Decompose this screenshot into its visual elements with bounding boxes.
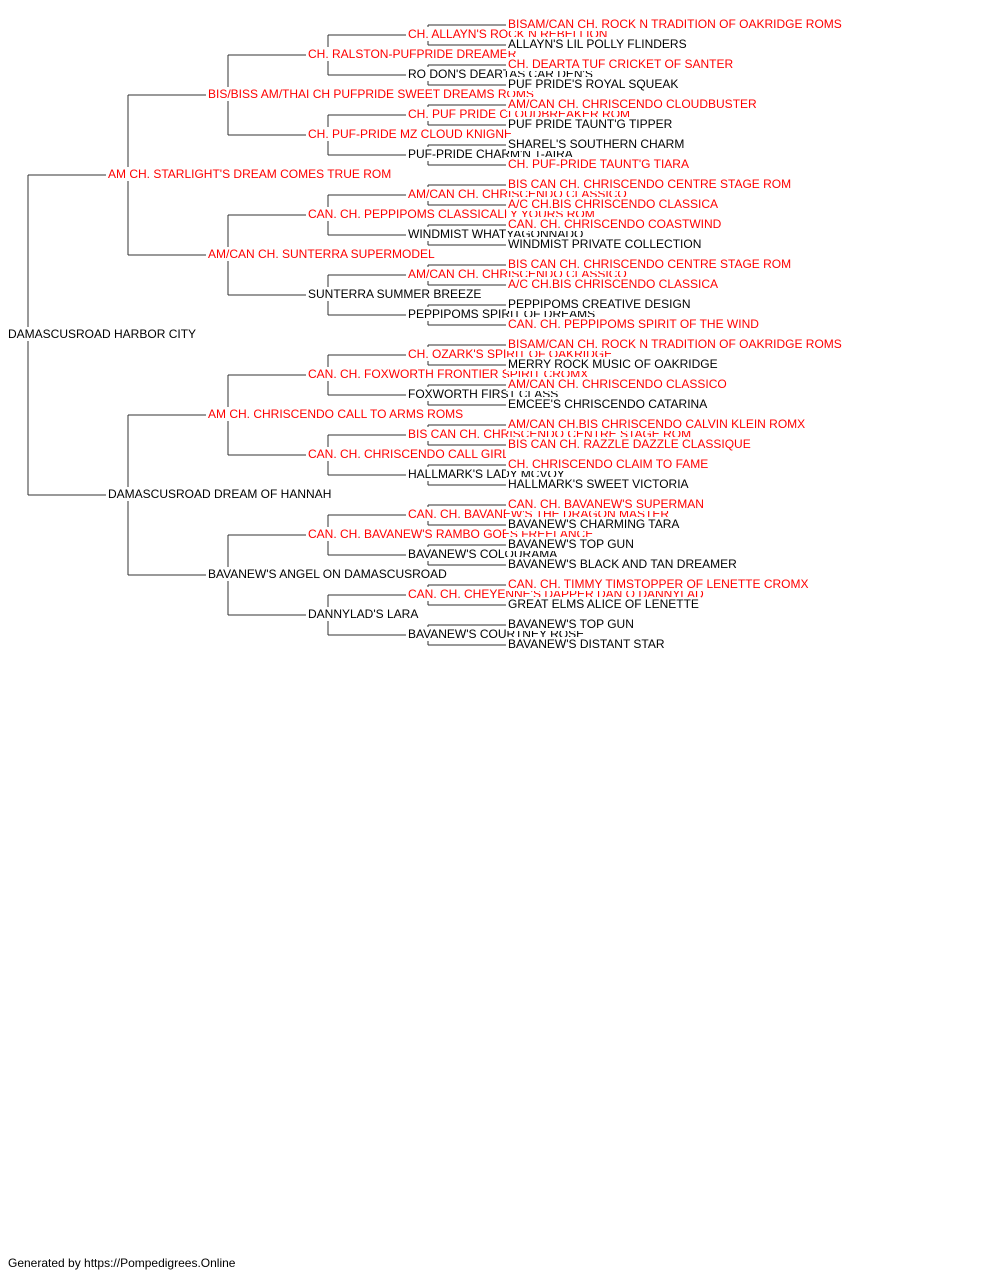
label-background — [6, 327, 199, 341]
label-background — [206, 407, 466, 421]
ancestor-name: EMCEE'S CHRISCENDO CATARINA — [508, 397, 707, 411]
ancestor-name: CAN. CH. TIMMY TIMSTOPPER OF LENETTE CRO… — [508, 577, 808, 591]
ancestor-name: AM/CAN CH. CHRISCENDO CLOUDBUSTER — [508, 97, 757, 111]
ancestor-name: CAN. CH. CHRISCENDO COASTWIND — [508, 217, 722, 231]
label-background — [306, 47, 519, 61]
label-background — [506, 377, 729, 391]
label-background — [506, 97, 760, 111]
label-background — [506, 517, 682, 531]
label-background — [506, 637, 667, 651]
label-background — [506, 577, 811, 591]
label-background — [506, 477, 691, 491]
label-background — [206, 567, 450, 581]
ancestor-name: AM/CAN CH.BIS CHRISCENDO CALVIN KLEIN RO… — [508, 417, 805, 431]
ancestor-name: CAN. CH. PEPPIPOMS SPIRIT OF THE WIND — [508, 317, 759, 331]
ancestor-name: MERRY ROCK MUSIC OF OAKRIDGE — [508, 357, 718, 371]
ancestor-name: ALLAYN'S LIL POLLY FLINDERS — [508, 37, 687, 51]
subject-name: DAMASCUSROAD HARBOR CITY — [8, 327, 196, 341]
label-background — [506, 177, 794, 191]
ancestor-name: BAVANEW'S TOP GUN — [508, 617, 634, 631]
ancestor-name: HALLMARK'S SWEET VICTORIA — [508, 477, 689, 491]
label-background — [506, 437, 753, 451]
ancestor-name: GREAT ELMS ALICE OF LENETTE — [508, 597, 699, 611]
label-background — [506, 617, 636, 631]
dog-name-labels: DAMASCUSROAD HARBOR CITY AM CH. STARLIGHT… — [6, 17, 844, 651]
label-background — [506, 257, 794, 271]
label-background — [506, 357, 720, 371]
ancestor-name: PEPPIPOMS CREATIVE DESIGN — [508, 297, 690, 311]
ancestor-name: BISAM/CAN CH. ROCK N TRADITION OF OAKRID… — [508, 17, 842, 31]
ancestor-name: PUF PRIDE'S ROYAL SQUEAK — [508, 77, 678, 91]
ancestor-name: BAVANEW'S TOP GUN — [508, 537, 634, 551]
label-background — [506, 337, 844, 351]
label-background — [506, 17, 844, 31]
label-background — [506, 77, 681, 91]
label-background — [306, 287, 484, 301]
label-background — [106, 167, 394, 181]
label-background — [506, 57, 736, 71]
label-background — [106, 487, 334, 501]
ancestor-name: DAMASCUSROAD DREAM OF HANNAH — [108, 487, 331, 501]
ancestor-name: BIS CAN CH. CHRISCENDO CENTRE STAGE ROM — [508, 257, 791, 271]
label-background — [506, 297, 693, 311]
label-background — [306, 127, 515, 141]
ancestor-name: BIS/BISS AM/THAI CH PUFPRIDE SWEET DREAM… — [208, 87, 534, 101]
label-background — [506, 597, 701, 611]
ancestor-name: BIS CAN CH. CHRISCENDO CENTRE STAGE ROM — [508, 177, 791, 191]
label-background — [506, 497, 706, 511]
ancestor-name: A/C CH.BIS CHRISCENDO CLASSICA — [508, 197, 718, 211]
ancestor-name: BAVANEW'S BLACK AND TAN DREAMER — [508, 557, 737, 571]
ancestor-name: AM/CAN CH. SUNTERRA SUPERMODEL — [208, 247, 435, 261]
ancestor-name: BISAM/CAN CH. ROCK N TRADITION OF OAKRID… — [508, 337, 842, 351]
label-background — [506, 197, 721, 211]
ancestor-name: A/C CH.BIS CHRISCENDO CLASSICA — [508, 277, 718, 291]
label-background — [506, 37, 689, 51]
ancestor-name: CH. RALSTON-PUFPRIDE DREAMER — [308, 47, 517, 61]
ancestor-name: AM CH. STARLIGHT'S DREAM COMES TRUE ROM — [108, 167, 391, 181]
label-background — [506, 137, 687, 151]
label-background — [206, 87, 536, 101]
label-background — [506, 397, 710, 411]
ancestor-name: CH. DEARTA TUF CRICKET OF SANTER — [508, 57, 733, 71]
ancestor-name: BAVANEW'S ANGEL ON DAMASCUSROAD — [208, 567, 447, 581]
ancestor-name: BAVANEW'S CHARMING TARA — [508, 517, 679, 531]
ancestor-name: CH. PUF-PRIDE TAUNT'G TIARA — [508, 157, 689, 171]
ancestor-name: BAVANEW'S DISTANT STAR — [508, 637, 665, 651]
ancestor-name: CH. PUF-PRIDE MZ CLOUD KNIGNE — [308, 127, 512, 141]
ancestor-name: PUF PRIDE TAUNT'G TIPPER — [508, 117, 673, 131]
label-background — [506, 237, 704, 251]
label-background — [506, 557, 740, 571]
ancestor-name: BIS CAN CH. RAZZLE DAZZLE CLASSIQUE — [508, 437, 751, 451]
label-background — [206, 247, 438, 261]
ancestor-name: CAN. CH. BAVANEW'S SUPERMAN — [508, 497, 704, 511]
label-background — [506, 117, 675, 131]
ancestor-name: AM/CAN CH. CHRISCENDO CLASSICO — [508, 377, 727, 391]
label-background — [506, 417, 808, 431]
label-background — [306, 607, 421, 621]
ancestor-name: SUNTERRA SUMMER BREEZE — [308, 287, 481, 301]
ancestor-name: DANNYLAD'S LARA — [308, 607, 418, 621]
ancestor-name: CH. CHRISCENDO CLAIM TO FAME — [508, 457, 708, 471]
ancestor-name: SHAREL'S SOUTHERN CHARM — [508, 137, 684, 151]
label-background — [506, 457, 711, 471]
label-background — [506, 277, 721, 291]
label-background — [306, 447, 512, 461]
ancestor-name: WINDMIST PRIVATE COLLECTION — [508, 237, 701, 251]
label-background — [506, 537, 636, 551]
label-background — [506, 317, 762, 331]
ancestor-name: AM CH. CHRISCENDO CALL TO ARMS ROMS — [208, 407, 463, 421]
label-background — [506, 157, 691, 171]
ancestor-name: CAN. CH. CHRISCENDO CALL GIRL — [308, 447, 509, 461]
label-background — [506, 217, 724, 231]
generated-by-footer: Generated by https://Pompedigrees.Online — [8, 1256, 236, 1270]
